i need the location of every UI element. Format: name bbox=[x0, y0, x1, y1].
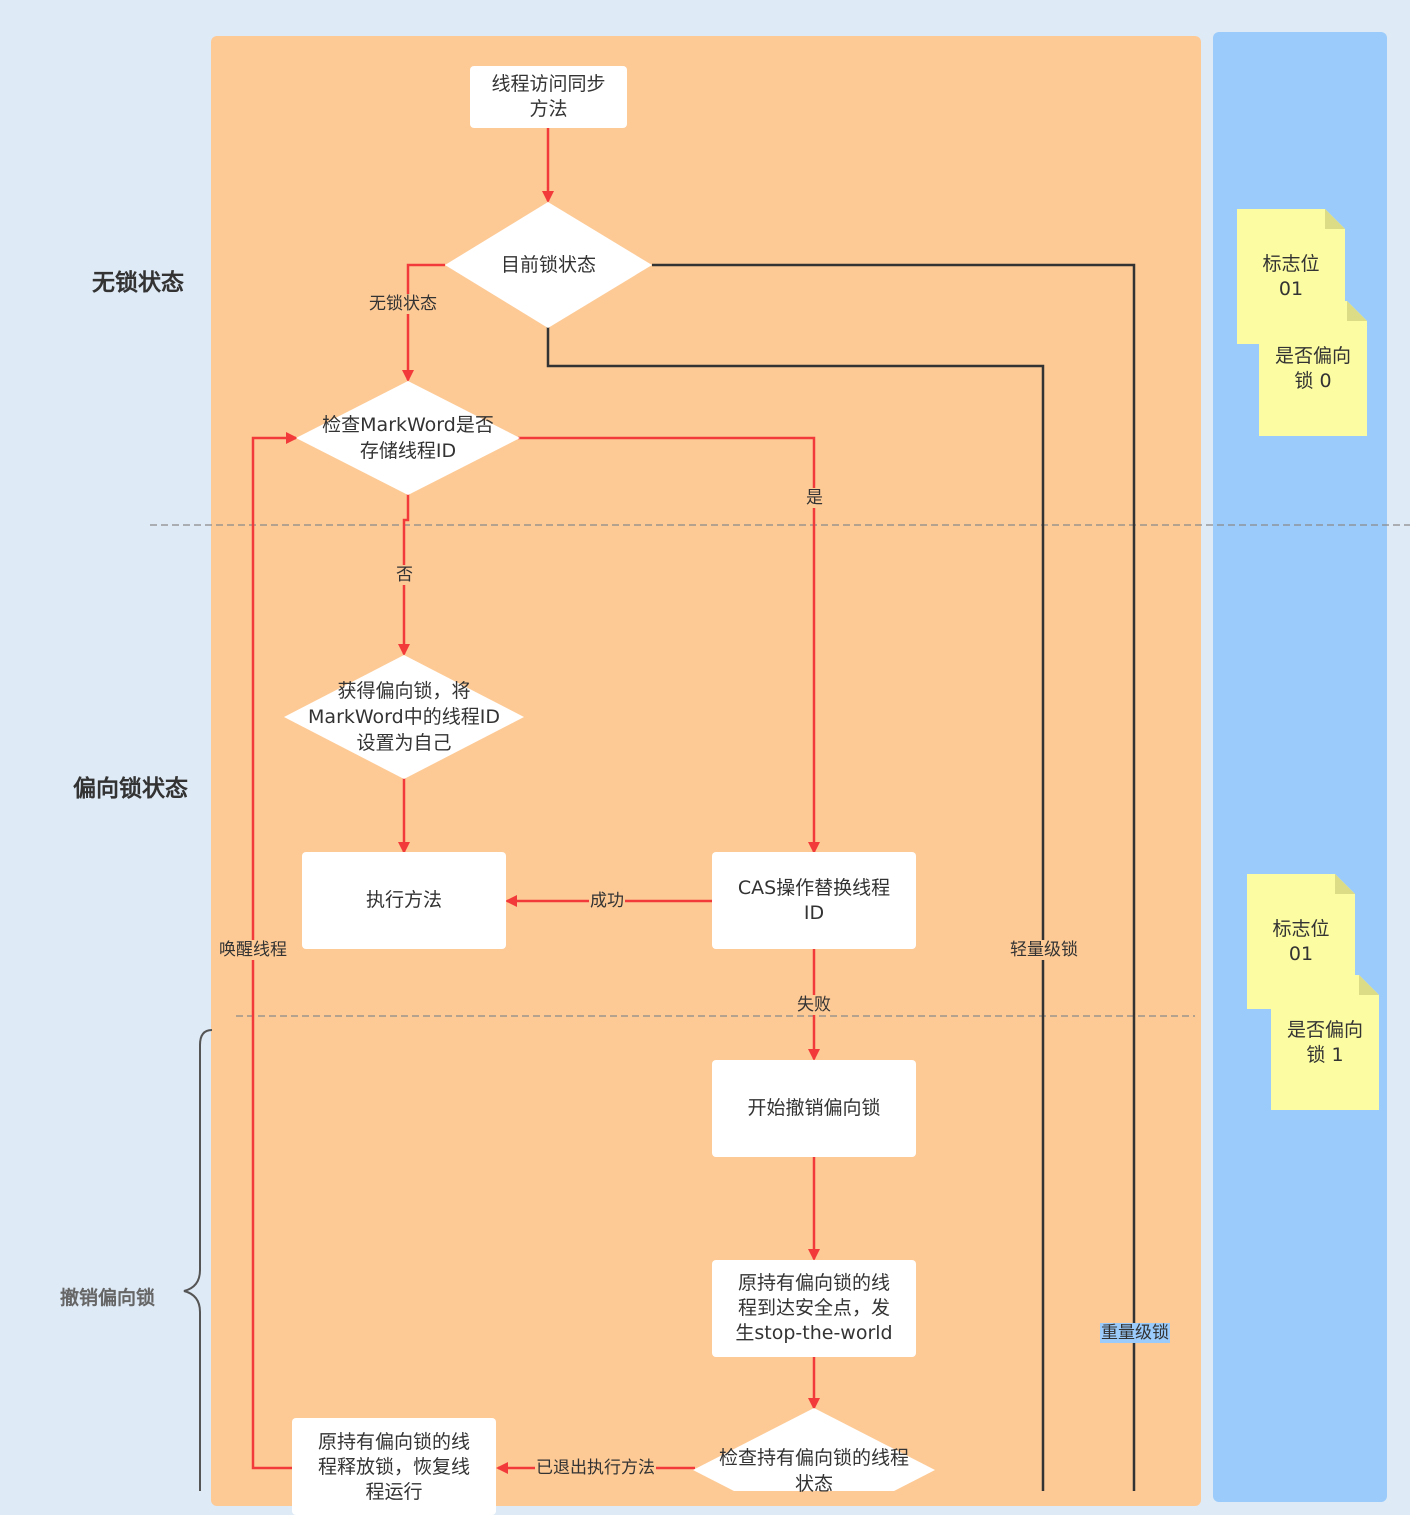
edge-heavyweight bbox=[652, 263, 1136, 1491]
node-start-revoke: 开始撤销偏向锁 bbox=[712, 1060, 916, 1157]
edge-check-yes bbox=[518, 436, 820, 854]
edge-lightweight bbox=[546, 327, 1045, 1491]
main-swimlane bbox=[211, 36, 1201, 1506]
edge-state-to-check bbox=[402, 263, 445, 382]
edge-label-lightweight: 轻量级锁 bbox=[1009, 940, 1079, 960]
diamond-acquire-bias bbox=[284, 655, 524, 779]
node-start: 线程访问同步 方法 bbox=[470, 66, 627, 128]
node-acquire-bias-text: 获得偏向锁，将 MarkWord中的线程ID 设置为自己 bbox=[308, 680, 500, 754]
diamond-check-holder bbox=[693, 1408, 935, 1491]
edge-label-unlocked: 无锁状态 bbox=[368, 294, 438, 314]
node-safepoint: 原持有偏向锁的线 程到达安全点，发 生stop-the-world bbox=[712, 1260, 916, 1357]
note-biased-1: 是否偏向 锁 0 bbox=[1259, 301, 1367, 436]
node-release: 原持有偏向锁的线 程释放锁，恢复线 程运行 bbox=[292, 1418, 496, 1515]
node-check-markword-text: 检查MarkWord是否 存储线程ID bbox=[322, 414, 494, 462]
node-current-state-text: 目前锁状态 bbox=[500, 254, 596, 276]
node-cas: CAS操作替换线程 ID bbox=[712, 852, 916, 949]
revoke-brace bbox=[183, 1029, 213, 1491]
diamond-current-state bbox=[445, 202, 652, 328]
lane-label-revoke: 撤销偏向锁 bbox=[60, 1287, 156, 1309]
lane-label-biased: 偏向锁状态 bbox=[73, 776, 188, 802]
lane-label-unlocked: 无锁状态 bbox=[92, 270, 184, 296]
edge-label-fail: 失败 bbox=[796, 995, 832, 1015]
node-execute: 执行方法 bbox=[302, 852, 506, 949]
edge-label-heavyweight: 重量级锁 bbox=[1100, 1323, 1170, 1343]
edge-label-yes: 是 bbox=[805, 488, 824, 508]
edge-label-wake: 唤醒线程 bbox=[218, 940, 288, 960]
edge-label-exited: 已退出执行方法 bbox=[535, 1458, 656, 1478]
node-check-holder-text: 检查持有偏向锁的线程 状态 bbox=[718, 1447, 909, 1495]
edge-label-success: 成功 bbox=[589, 891, 625, 911]
edge-check-no bbox=[398, 494, 410, 656]
edge-label-no: 否 bbox=[395, 565, 414, 585]
diamond-check-markword bbox=[296, 381, 520, 495]
note-biased-2: 是否偏向 锁 1 bbox=[1271, 975, 1379, 1110]
